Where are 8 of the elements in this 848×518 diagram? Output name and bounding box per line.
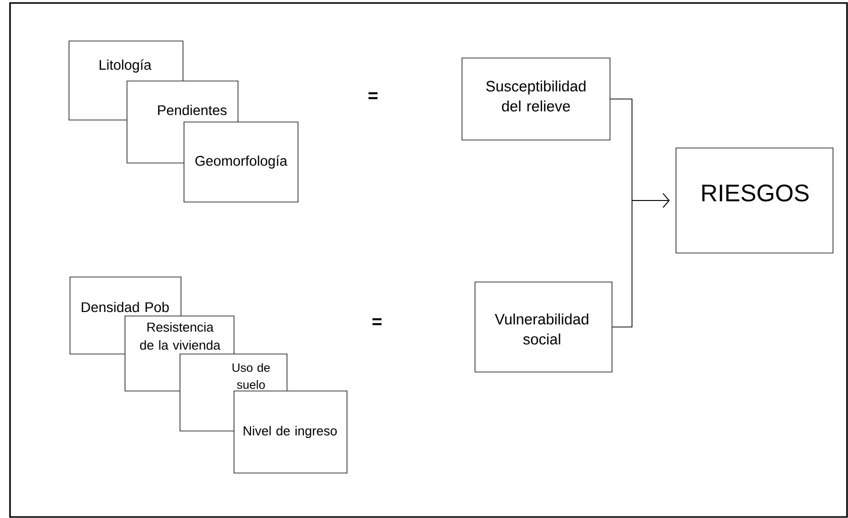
text-box: Geomorfología	[184, 122, 298, 202]
text-box: Nivel de ingreso	[234, 390, 348, 474]
text-box: Vulnerabilidad social	[474, 282, 612, 372]
equals-sign: =	[372, 318, 382, 326]
text-box: RIESGOS	[676, 148, 834, 254]
text-box: Susceptibilidad del relieve	[462, 58, 610, 140]
equals-sign: =	[368, 92, 378, 100]
arrow	[612, 193, 670, 328]
